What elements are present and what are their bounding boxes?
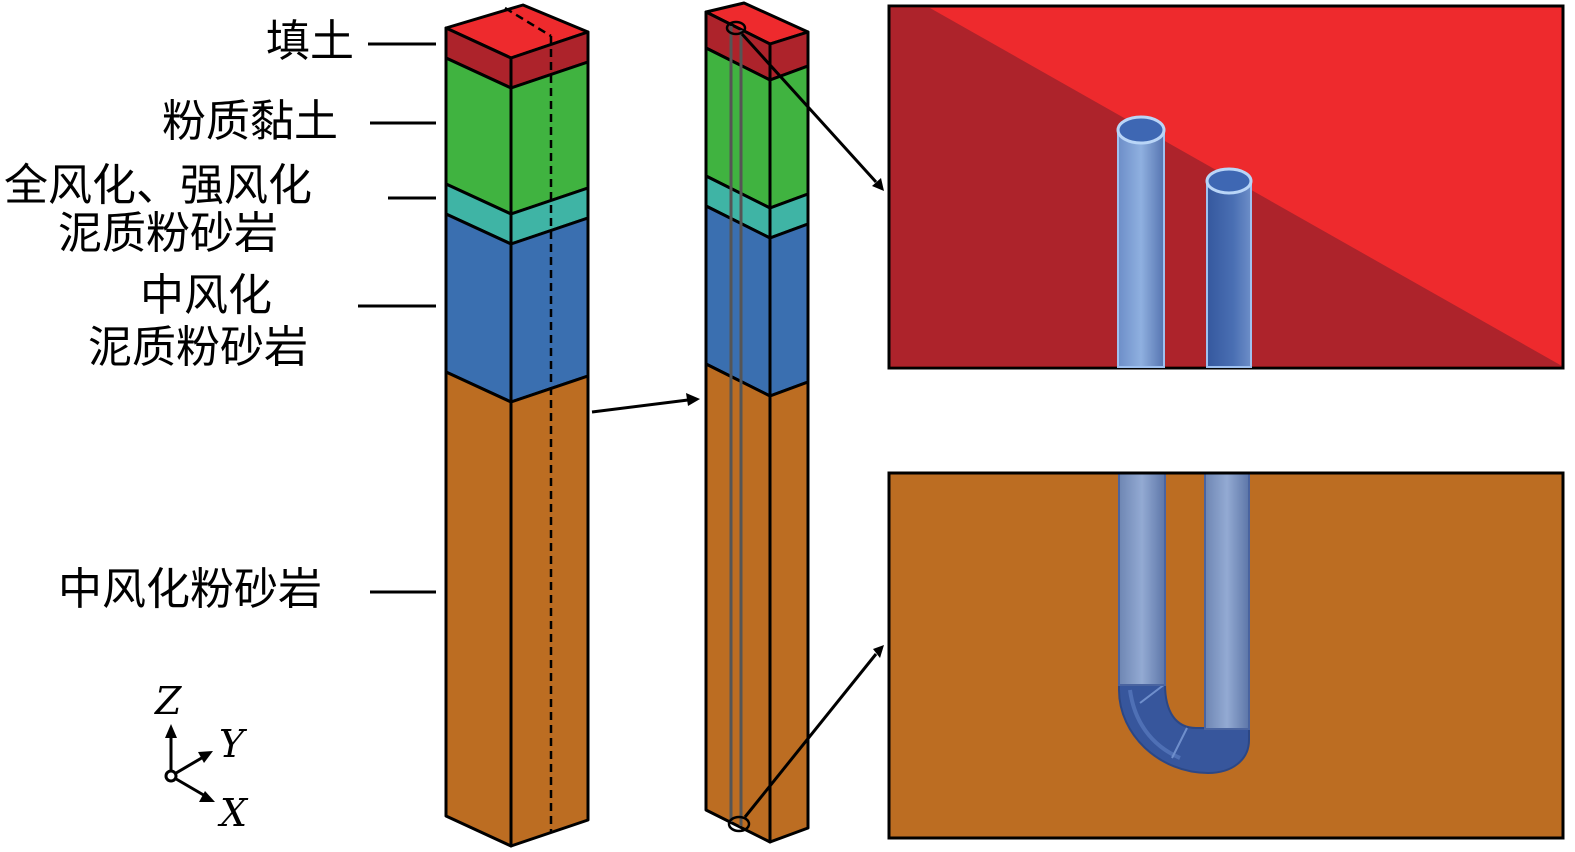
moderate-siltstone-label: 中风化粉砂岩 [58, 564, 322, 615]
column-arrow [591, 393, 700, 414]
weathered-label-line1: 全风化、强风化 [4, 160, 312, 211]
cut-line-top [504, 6, 552, 38]
label-leaders [358, 42, 436, 594]
u-bend-seam-1 [1139, 683, 1166, 704]
z-axis-label: Z [154, 679, 182, 723]
siltstone-layer-left [444, 370, 513, 848]
axis-triad [164, 724, 215, 802]
top-detail-marker [725, 20, 747, 36]
cut-mudstone-right [768, 222, 810, 398]
y-axis-label: Y [219, 722, 248, 766]
x-axis [170, 774, 208, 799]
detail-arrow-head-top [872, 178, 884, 191]
soil-column [444, 3, 590, 848]
moderate-mudstone-label-line2: 泥质粉砂岩 [88, 322, 308, 373]
inlet-pipe-bottom [1118, 472, 1166, 686]
fill-soil-label: 填土 [266, 16, 354, 67]
moderate-mudstone-label-line1: 中风化 [140, 270, 272, 321]
y-axis [170, 754, 206, 778]
cut-siltstone-right [768, 380, 810, 844]
u-bend-seam-2 [1171, 727, 1188, 759]
top-detail-panel [887, 4, 1565, 370]
u-bend [1118, 683, 1250, 775]
cut-siltstone-left [704, 362, 772, 844]
siltstone-layer-right [509, 374, 590, 848]
weathered-label-line2: 泥质粉砂岩 [58, 208, 278, 259]
inlet-pipe-top [1117, 129, 1165, 368]
cut-column [704, 1, 810, 844]
bottom-detail-panel [887, 471, 1565, 840]
outlet-pipe-top [1206, 180, 1252, 368]
outlet-pipe-top-opening [1205, 167, 1253, 195]
detail-arrows [740, 32, 878, 818]
x-axis-label: X [217, 791, 249, 835]
outlet-pipe-bottom [1204, 472, 1250, 730]
moderate-mudstone-layer-right [509, 216, 590, 404]
silty-clay-label: 粉质黏土 [162, 96, 338, 147]
axis-origin [164, 769, 178, 783]
detail-arrow-head-bottom [873, 645, 884, 658]
moderate-mudstone-layer-left [444, 212, 513, 404]
inlet-pipe-top-opening [1116, 115, 1166, 145]
bottom-detail-marker [727, 815, 751, 833]
u-bend-highlight [1128, 689, 1181, 760]
